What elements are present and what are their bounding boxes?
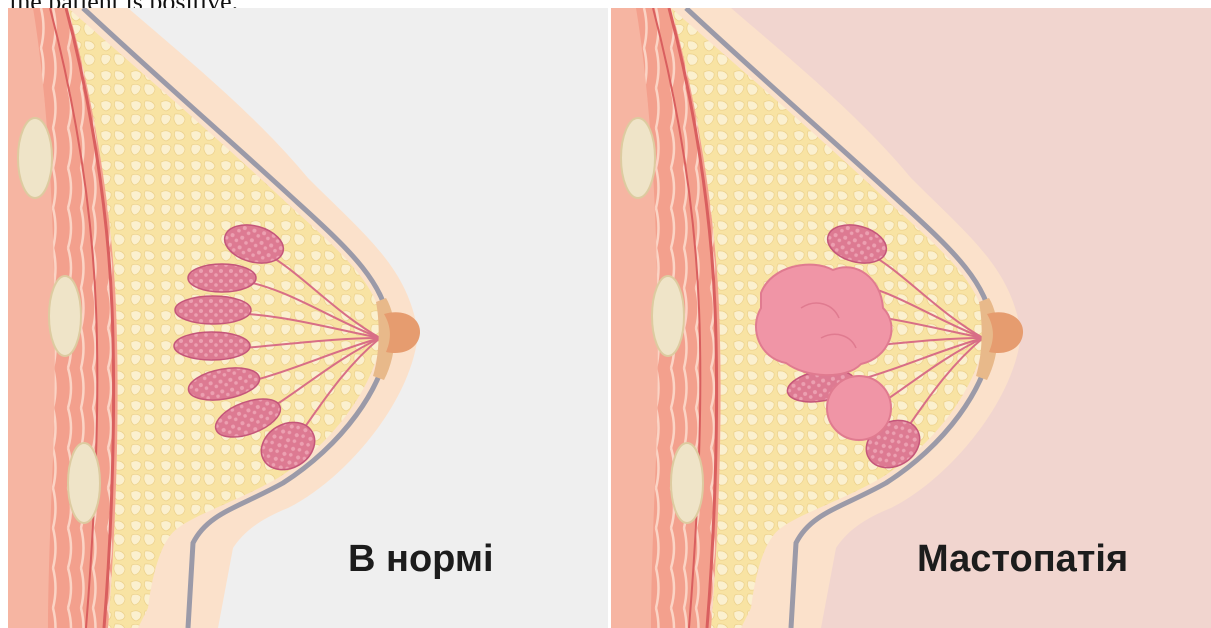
lobule [175, 296, 251, 324]
panel-mastopathy: Мастопатія [611, 8, 1211, 628]
cyst-large [756, 265, 892, 376]
rib-lower [68, 443, 100, 523]
cyst-small [827, 376, 891, 440]
breast-normal-illustration [8, 8, 608, 628]
rib-middle [652, 276, 684, 356]
caption-normal: В нормі [348, 538, 494, 581]
rib-lower [671, 443, 703, 523]
rib-upper [621, 118, 655, 198]
rib-middle [49, 276, 81, 356]
lobule [188, 264, 256, 292]
lobule [174, 332, 250, 360]
caption-mastopathy: Мастопатія [917, 538, 1128, 581]
panel-normal: В нормі [8, 8, 608, 628]
breast-mastopathy-illustration [611, 8, 1211, 628]
rib-upper [18, 118, 52, 198]
